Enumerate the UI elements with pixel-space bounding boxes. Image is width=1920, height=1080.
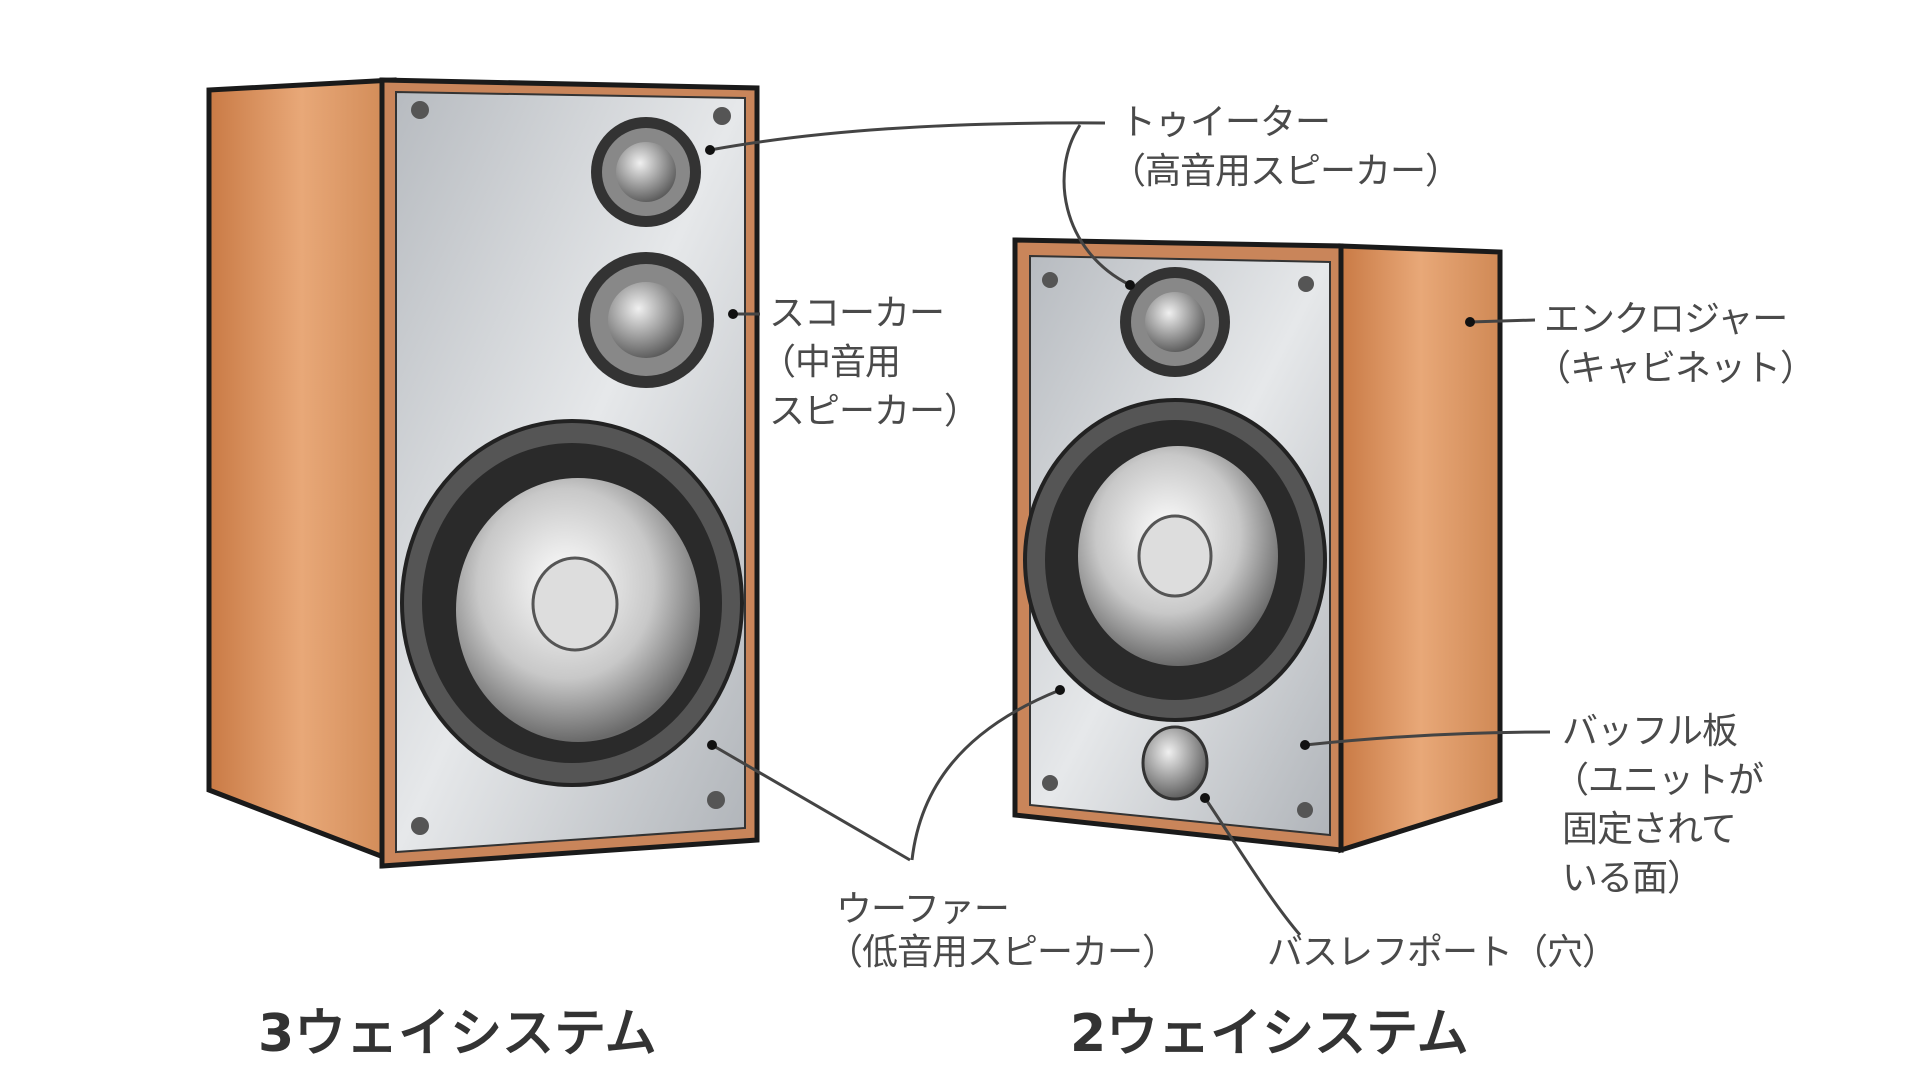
label-baffle-sub3: いる面） xyxy=(1562,858,1703,899)
three-way-speaker xyxy=(206,77,760,869)
enclosure-side xyxy=(1338,243,1503,854)
two-way-speaker xyxy=(1012,237,1503,854)
tweeter-icon xyxy=(1145,292,1205,352)
label-tweeter: トゥイーター xyxy=(1120,102,1331,143)
label-squawker: スコーカー xyxy=(769,293,945,334)
squawker-icon xyxy=(608,282,684,358)
title-three-way: 3ウェイシステム xyxy=(258,1004,657,1064)
label-enclosure-sub: （キャビネット） xyxy=(1535,348,1816,389)
enclosure-side xyxy=(206,77,397,865)
label-baffle-sub2: 固定されて xyxy=(1562,809,1737,850)
bass-reflex-port-icon xyxy=(1141,725,1209,801)
label-tweeter-sub: （高音用スピーカー） xyxy=(1110,151,1461,192)
label-woofer: ウーファー xyxy=(836,889,1010,930)
leader-lines xyxy=(709,121,1551,936)
label-woofer-sub: （低音用スピーカー） xyxy=(827,932,1178,973)
label-enclosure: エンクロジャー xyxy=(1544,299,1788,340)
label-baffle-sub1: （ユニットが xyxy=(1553,760,1764,801)
title-two-way: 2ウェイシステム xyxy=(1070,1004,1469,1064)
label-squawker-sub1: （中音用 xyxy=(760,342,901,383)
label-baffle: バッフル板 xyxy=(1562,711,1738,752)
tweeter-icon xyxy=(616,142,676,202)
label-bass-reflex-port: バスレフポート（穴） xyxy=(1267,932,1618,973)
label-squawker-sub2: スピーカー） xyxy=(769,391,980,432)
